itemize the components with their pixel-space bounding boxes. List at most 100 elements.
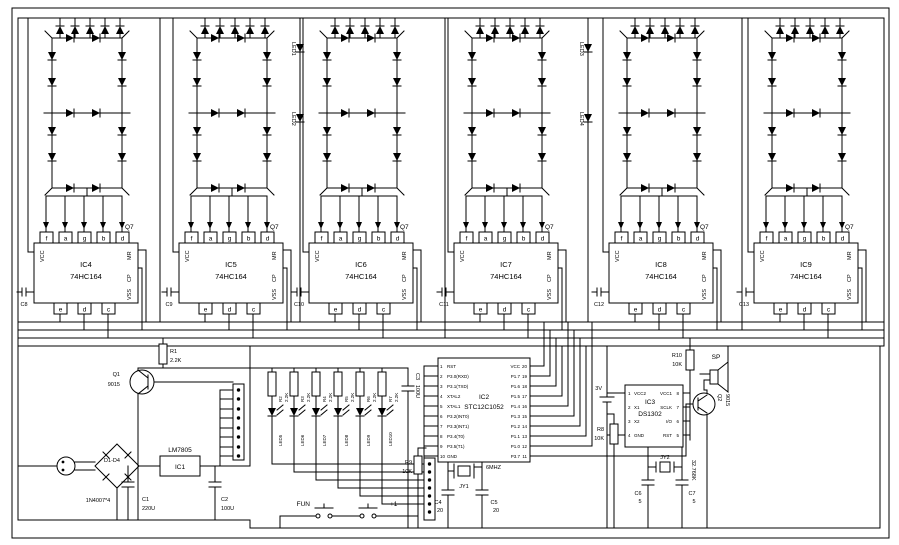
pin-label: c: [527, 307, 531, 314]
anode-diode: [535, 25, 545, 35]
r10-ref: R10: [672, 353, 682, 359]
rtc-pin-num: 3: [628, 419, 631, 424]
pin-box: [101, 302, 116, 315]
pin-label: g: [358, 236, 362, 243]
colon-led-1: LED1: [290, 42, 305, 56]
pin-label: d: [228, 307, 232, 314]
anode-diode: [330, 25, 340, 35]
pin-label: d: [658, 307, 662, 314]
rtc-pin-name: I/O: [666, 419, 673, 424]
mr-label: MR: [547, 251, 553, 260]
c7-ref: C7: [688, 491, 695, 497]
pin-box: [222, 302, 237, 315]
vcc-label: VCC: [40, 250, 46, 262]
button-contact: [315, 513, 321, 519]
q1-ref: Q1: [113, 372, 120, 378]
button-contact: [371, 513, 377, 519]
colon-led-3: LED3: [578, 42, 593, 56]
pin-box: [352, 302, 367, 315]
pin-label: d: [266, 236, 270, 243]
anode-diode: [245, 25, 255, 35]
mcu-pin-num: 4: [440, 394, 443, 399]
anode-diode: [260, 25, 270, 35]
r-value: 2.2K: [372, 393, 377, 402]
resistor: [267, 371, 277, 397]
rtc-part: DS1302: [638, 411, 662, 418]
ic-part: 74HC164: [345, 272, 377, 281]
c7-value: 5: [692, 499, 695, 505]
pin-box: [184, 231, 199, 244]
anode-diode: [475, 25, 485, 35]
mcu-pin-num: 9: [440, 444, 443, 449]
vcc-label: VCC: [760, 250, 766, 262]
anode-diode: [660, 25, 670, 35]
pin-box: [671, 231, 686, 244]
cp-label: CP: [127, 274, 133, 282]
schematic-border: [11, 7, 890, 539]
led-label: LED7: [322, 434, 327, 446]
c4-value: 20: [437, 508, 443, 514]
mcu-pin-num: 5: [440, 404, 443, 409]
mcu-body: [437, 357, 531, 463]
shift-register-body: [178, 242, 284, 304]
anode-diode: [70, 25, 80, 35]
header-pin: [427, 502, 432, 506]
resistor-r9: [413, 455, 423, 475]
ic-ref: IC5: [225, 260, 237, 269]
resistor-r10: [685, 349, 695, 371]
r8-ref: R8: [597, 427, 604, 433]
resistor-r1: [158, 343, 168, 365]
r10-value: 10K: [672, 362, 682, 368]
battery-label: 3V: [595, 386, 602, 392]
pin-box: [676, 302, 691, 315]
bridge-ref: D1-D4: [104, 458, 120, 464]
mr-label: MR: [272, 251, 278, 260]
cap-ref: C13: [739, 302, 749, 308]
segment-arrows: [618, 222, 700, 229]
mcu-part: STC12C1052: [464, 404, 504, 411]
driver-wires: [271, 395, 425, 505]
mcu-pin-num: 13: [522, 434, 528, 439]
header-pin: [236, 454, 241, 458]
transistor-q2-symbol: [697, 394, 708, 414]
pin-label: d: [503, 307, 507, 314]
module-wires: [16, 17, 147, 339]
colon-led-4: LED4: [578, 112, 593, 126]
led-emission-arrows: [276, 404, 394, 416]
r9-value: 10K: [402, 469, 412, 475]
r-value: 2.2K: [284, 393, 289, 402]
q7-label: Q7: [270, 224, 279, 231]
mr-label: MR: [402, 251, 408, 260]
pin-label: b: [677, 236, 681, 243]
q7-label: Q7: [400, 224, 409, 231]
header-pin: [427, 494, 432, 498]
anode-diode: [630, 25, 640, 35]
anode-diode: [505, 25, 515, 35]
pin-label: g: [83, 236, 87, 243]
mcu-pin-name: P3.4(T0): [447, 434, 465, 439]
mcu-wires: [417, 321, 691, 529]
cap-ref: C12: [594, 302, 604, 308]
pin-label: b: [102, 236, 106, 243]
mcu-pin-name: P3.2(INT0): [447, 414, 470, 419]
pin-box: [652, 302, 667, 315]
mcu-pin-num: 19: [522, 374, 528, 379]
anode-diode: [490, 25, 500, 35]
vss-label: VSS: [272, 289, 278, 300]
c5-ref: C5: [490, 500, 497, 506]
plus-button-label: +1: [390, 501, 398, 508]
pin-box: [473, 302, 488, 315]
anode-diode: [375, 25, 385, 35]
transistor-q1-symbol: [137, 369, 149, 395]
pin-label: f: [46, 236, 48, 243]
pin-box: [77, 302, 92, 315]
pin-box: [333, 231, 348, 244]
mcu-pin-name: P1.2: [511, 424, 521, 429]
led-diode: [583, 43, 593, 53]
seven-segment-digit: [464, 31, 550, 195]
